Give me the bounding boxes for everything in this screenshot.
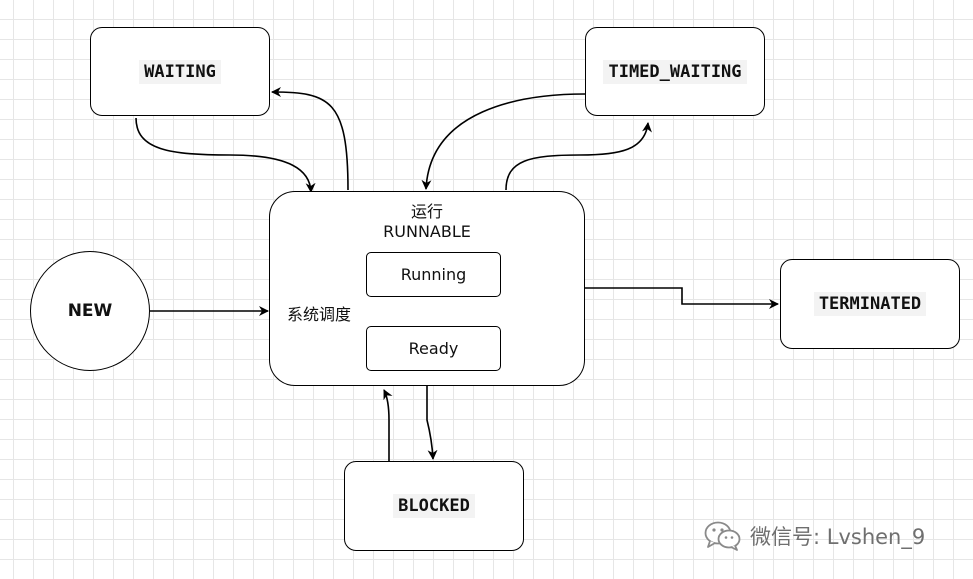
substate-ready-label: Ready (408, 339, 459, 358)
watermark-text: 微信号: Lvshen_9 (750, 525, 926, 549)
substate-running-label: Running (400, 265, 467, 284)
state-blocked-label: BLOCKED (393, 494, 475, 518)
arrow-runnable-to-terminated (585, 287, 779, 309)
state-new-label: NEW (67, 301, 113, 321)
runnable-title-cn: 运行 (410, 202, 443, 221)
state-new[interactable]: NEW (30, 251, 150, 371)
runnable-title-en: RUNNABLE (383, 222, 471, 241)
arrow-runnable-to-timed-waiting (505, 122, 652, 191)
state-timed-waiting[interactable]: TIMED_WAITING (585, 27, 765, 116)
substate-ready[interactable]: Ready (366, 326, 501, 371)
arrow-waiting-to-runnable (135, 117, 316, 193)
arrow-runnable-to-blocked (426, 386, 438, 460)
state-waiting[interactable]: WAITING (90, 27, 270, 116)
arrow-blocked-to-runnable (383, 389, 393, 461)
wechat-icon (704, 521, 741, 551)
arrow-timed-waiting-to-runnable (421, 93, 586, 190)
scheduling-label: 系统调度 (287, 305, 352, 324)
substate-running[interactable]: Running (366, 252, 501, 297)
arrow-runnable-to-waiting (271, 87, 349, 191)
state-terminated[interactable]: TERMINATED (780, 259, 960, 349)
watermark: 微信号: Lvshen_9 (704, 520, 925, 552)
state-waiting-label: WAITING (139, 59, 221, 84)
runnable-title: 运行 RUNNABLE (270, 202, 584, 242)
state-blocked[interactable]: BLOCKED (344, 461, 524, 551)
state-terminated-label: TERMINATED (813, 292, 927, 316)
state-timed-waiting-label: TIMED_WAITING (603, 59, 747, 84)
